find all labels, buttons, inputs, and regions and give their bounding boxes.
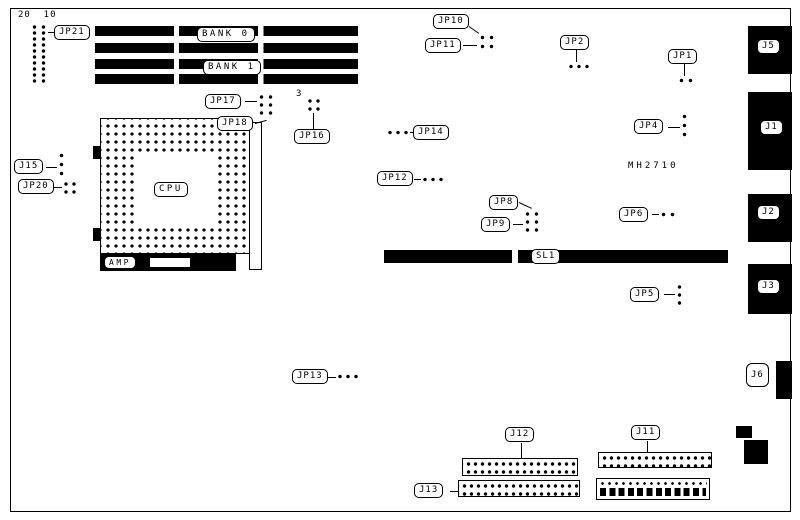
terminal-block-row [600,488,706,496]
jp13-jumper [336,372,360,381]
callout-line [684,64,685,76]
j2-label: J2 [757,205,780,220]
jp10-jp11-jumper [478,33,496,51]
cpu-socket [100,118,250,254]
edge-connector-small-2 [744,440,768,464]
callout-line [668,127,680,128]
jp16-jumper [306,97,322,113]
jp18-label: JP18 [217,116,253,131]
terminal-pin-row [599,481,707,486]
callout-line [313,113,314,129]
jp8-label: JP8 [489,195,519,210]
amp-label: AMP [104,256,136,269]
callout-line [54,187,62,188]
jp21-pin-header [30,24,48,84]
jp16-label: JP16 [294,129,330,144]
sl1-label: SL1 [531,249,561,264]
j11-connector [598,452,712,468]
jp17-label: JP17 [205,94,241,109]
jp21-label: JP21 [54,25,90,40]
jp10-label: JP10 [433,14,469,29]
jp16-pin3-number: 3 [296,89,303,99]
callout-line [664,294,675,295]
bottom-terminal-connector [596,478,710,500]
jp12-jumper [421,175,445,184]
jp1-jumper [677,76,695,85]
jp9-label: JP9 [481,217,511,232]
callout-line [521,443,522,458]
jp17-jp18-jumper [257,93,275,117]
callout-line [245,101,257,102]
jp11-label: JP11 [425,38,461,53]
jp2-jumper [567,62,591,71]
j12-connector [462,458,578,476]
jp14-jumper [386,128,410,137]
callout-line [410,132,414,133]
jp4-jumper [680,112,689,139]
amp-bar-notch [150,258,190,267]
callout-line [463,45,477,46]
callout-line [576,50,577,62]
j6-connector [776,361,792,399]
callout-line [652,214,659,215]
bank0-label: BANK 0 [197,27,255,42]
edge-connector-small [736,426,752,438]
callout-line [48,32,54,33]
jp4-label: JP4 [634,119,664,134]
bank1-label: BANK 1 [203,60,261,75]
callout-line [513,224,523,225]
jp8-jp9-jumper [523,210,541,234]
j11-label: J11 [631,425,661,440]
jp20-label: JP20 [18,179,54,194]
callout-line [647,441,648,452]
cpu-label: CPU [154,182,188,197]
jp1-label: JP1 [668,49,698,64]
regulator-bar [249,122,262,270]
j3-label: J3 [757,279,780,294]
j12-label: J12 [505,427,535,442]
j15-label: J15 [14,159,44,174]
socket-tab-lower [93,228,100,241]
socket-tab-upper [93,146,100,159]
expansion-slot-sl1 [518,250,728,263]
callout-line [414,179,421,180]
jp21-pin-numbers: 20 10 [18,10,57,20]
jp20-jumper [62,180,78,196]
j6-label: J6 [746,363,769,387]
j1-label: J1 [760,120,783,135]
jp5-label: JP5 [630,287,660,302]
jp6-jumper [659,210,677,219]
jp6-label: JP6 [619,207,649,222]
jp5-jumper [675,283,684,307]
dimm-slot-4 [95,74,358,84]
j5-label: J5 [757,39,780,54]
jp13-label: JP13 [292,369,328,384]
jp12-label: JP12 [377,171,413,186]
callout-line [450,491,458,492]
j15-jumper [57,151,66,178]
dimm-slot-2 [95,43,358,53]
callout-line [46,167,57,168]
callout-line [328,377,336,378]
j13-label: J13 [414,483,444,498]
expansion-slot-a [384,250,512,263]
board-model-text: MH2710 [628,161,679,171]
jp14-label: JP14 [413,125,449,140]
jp2-label: JP2 [560,35,590,50]
j13-connector [458,480,580,497]
